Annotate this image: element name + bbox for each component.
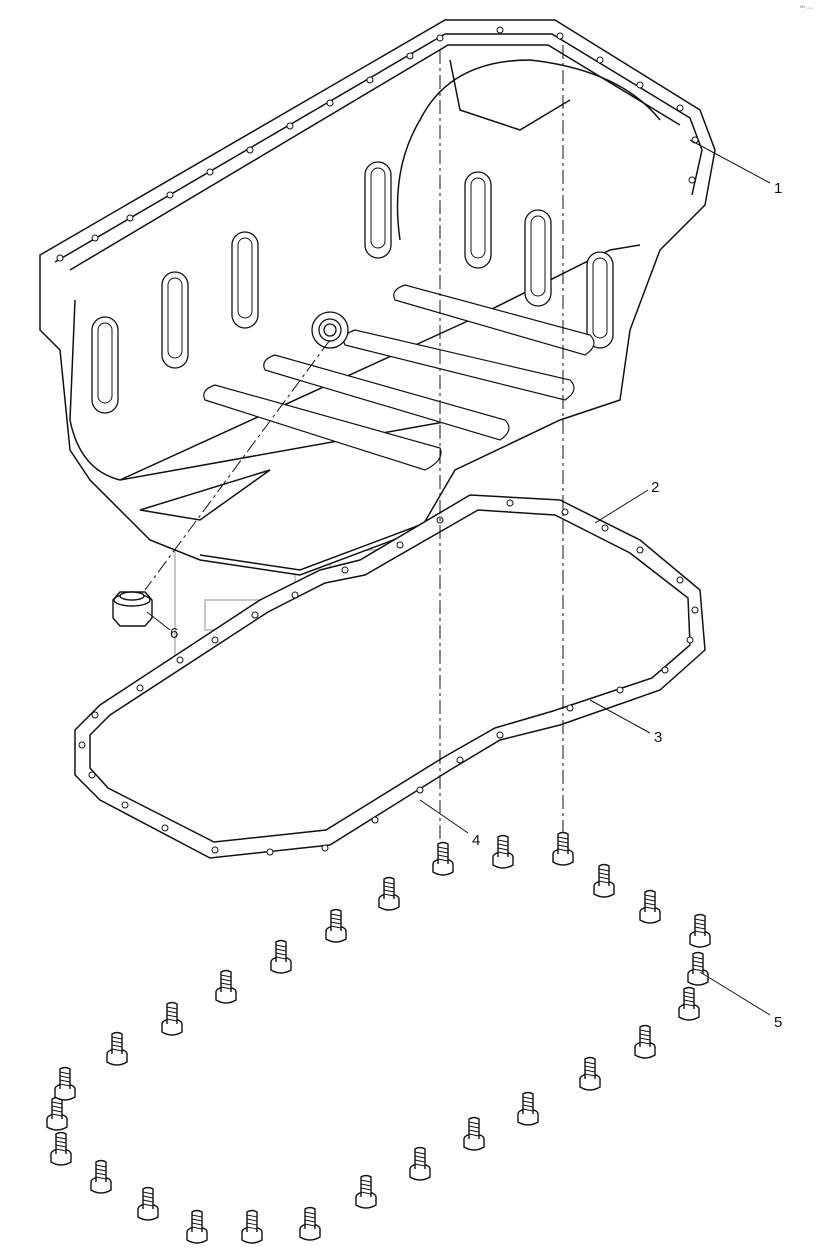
drain-boss [311, 311, 349, 349]
gasket [74, 494, 706, 859]
oil-pan-bolt-holes [56, 26, 699, 262]
callout-6: 6 [170, 625, 178, 642]
callout-2: 2 [651, 479, 659, 496]
leader-lines [146, 139, 771, 1016]
corner-mark: ⁰⁰ ◦◦◦ [800, 5, 813, 12]
callout-1: 1 [774, 180, 782, 197]
oil-pan-floor-ribs [203, 284, 595, 471]
bolt-set [46, 831, 711, 1244]
drain-plug [112, 591, 153, 627]
gasket-bolt-holes [78, 499, 699, 856]
callout-5: 5 [774, 1014, 782, 1031]
callout-3: 3 [654, 729, 662, 746]
center-lines [144, 45, 564, 860]
oil-pan [39, 19, 716, 576]
callout-labels: 1 2 3 4 5 6 [170, 180, 782, 1031]
callout-4: 4 [472, 832, 480, 849]
